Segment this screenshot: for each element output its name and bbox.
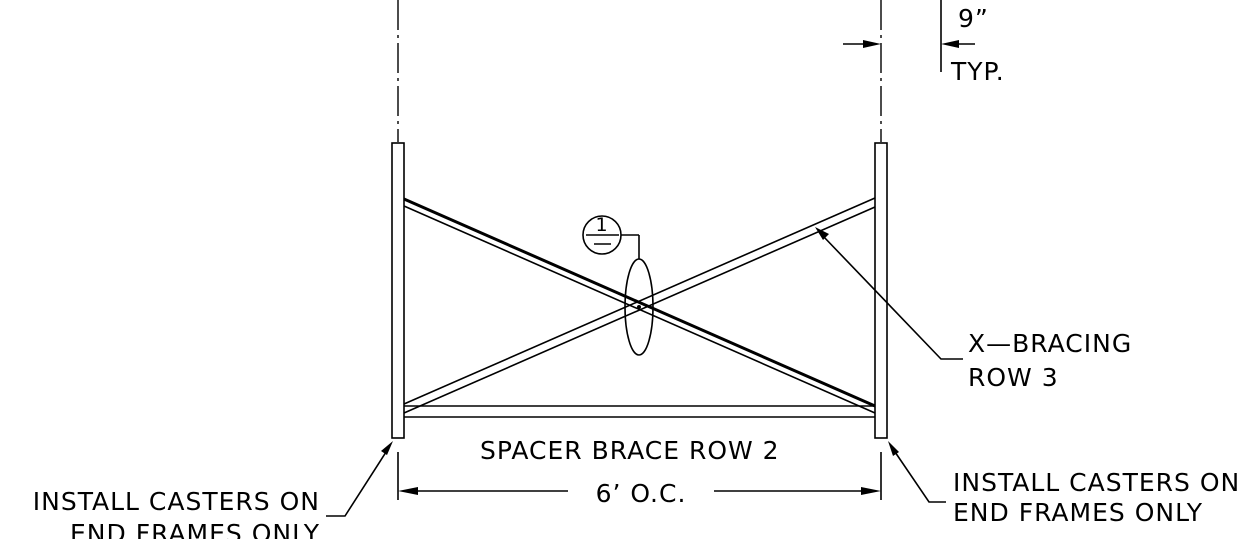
typ-dimension: 9” TYP. bbox=[843, 0, 1005, 86]
bolt-point bbox=[637, 305, 641, 309]
left-caster-leader bbox=[326, 441, 393, 517]
x-bracing-label-line1: X—BRACING bbox=[968, 329, 1132, 358]
detail-callout: 1 bbox=[582, 214, 622, 255]
x-bracing-leader bbox=[815, 227, 963, 360]
x-bracing-label-line2: ROW 3 bbox=[968, 363, 1059, 392]
typ-dimension-value: 9” bbox=[958, 4, 989, 33]
spacing-dimension bbox=[397, 452, 882, 500]
spacer-brace-label: SPACER BRACE ROW 2 bbox=[480, 436, 780, 465]
spacing-dimension-value: 6’ O.C. bbox=[596, 479, 687, 508]
detail-callout-number: 1 bbox=[595, 214, 608, 236]
right-caster-note-line2: END FRAMES ONLY bbox=[953, 498, 1203, 527]
left-end-frame-post bbox=[391, 142, 405, 439]
x-bracing bbox=[403, 197, 876, 414]
left-caster-note-line2: END FRAMES ONLY bbox=[70, 519, 320, 539]
left-caster-note-line1: INSTALL CASTERS ON bbox=[33, 487, 320, 516]
right-end-frame-post bbox=[874, 142, 888, 439]
typ-dimension-note: TYP. bbox=[950, 57, 1005, 86]
right-caster-note-line1: INSTALL CASTERS ON bbox=[953, 468, 1240, 497]
right-caster-leader bbox=[888, 441, 946, 503]
spacer-brace bbox=[404, 405, 875, 418]
